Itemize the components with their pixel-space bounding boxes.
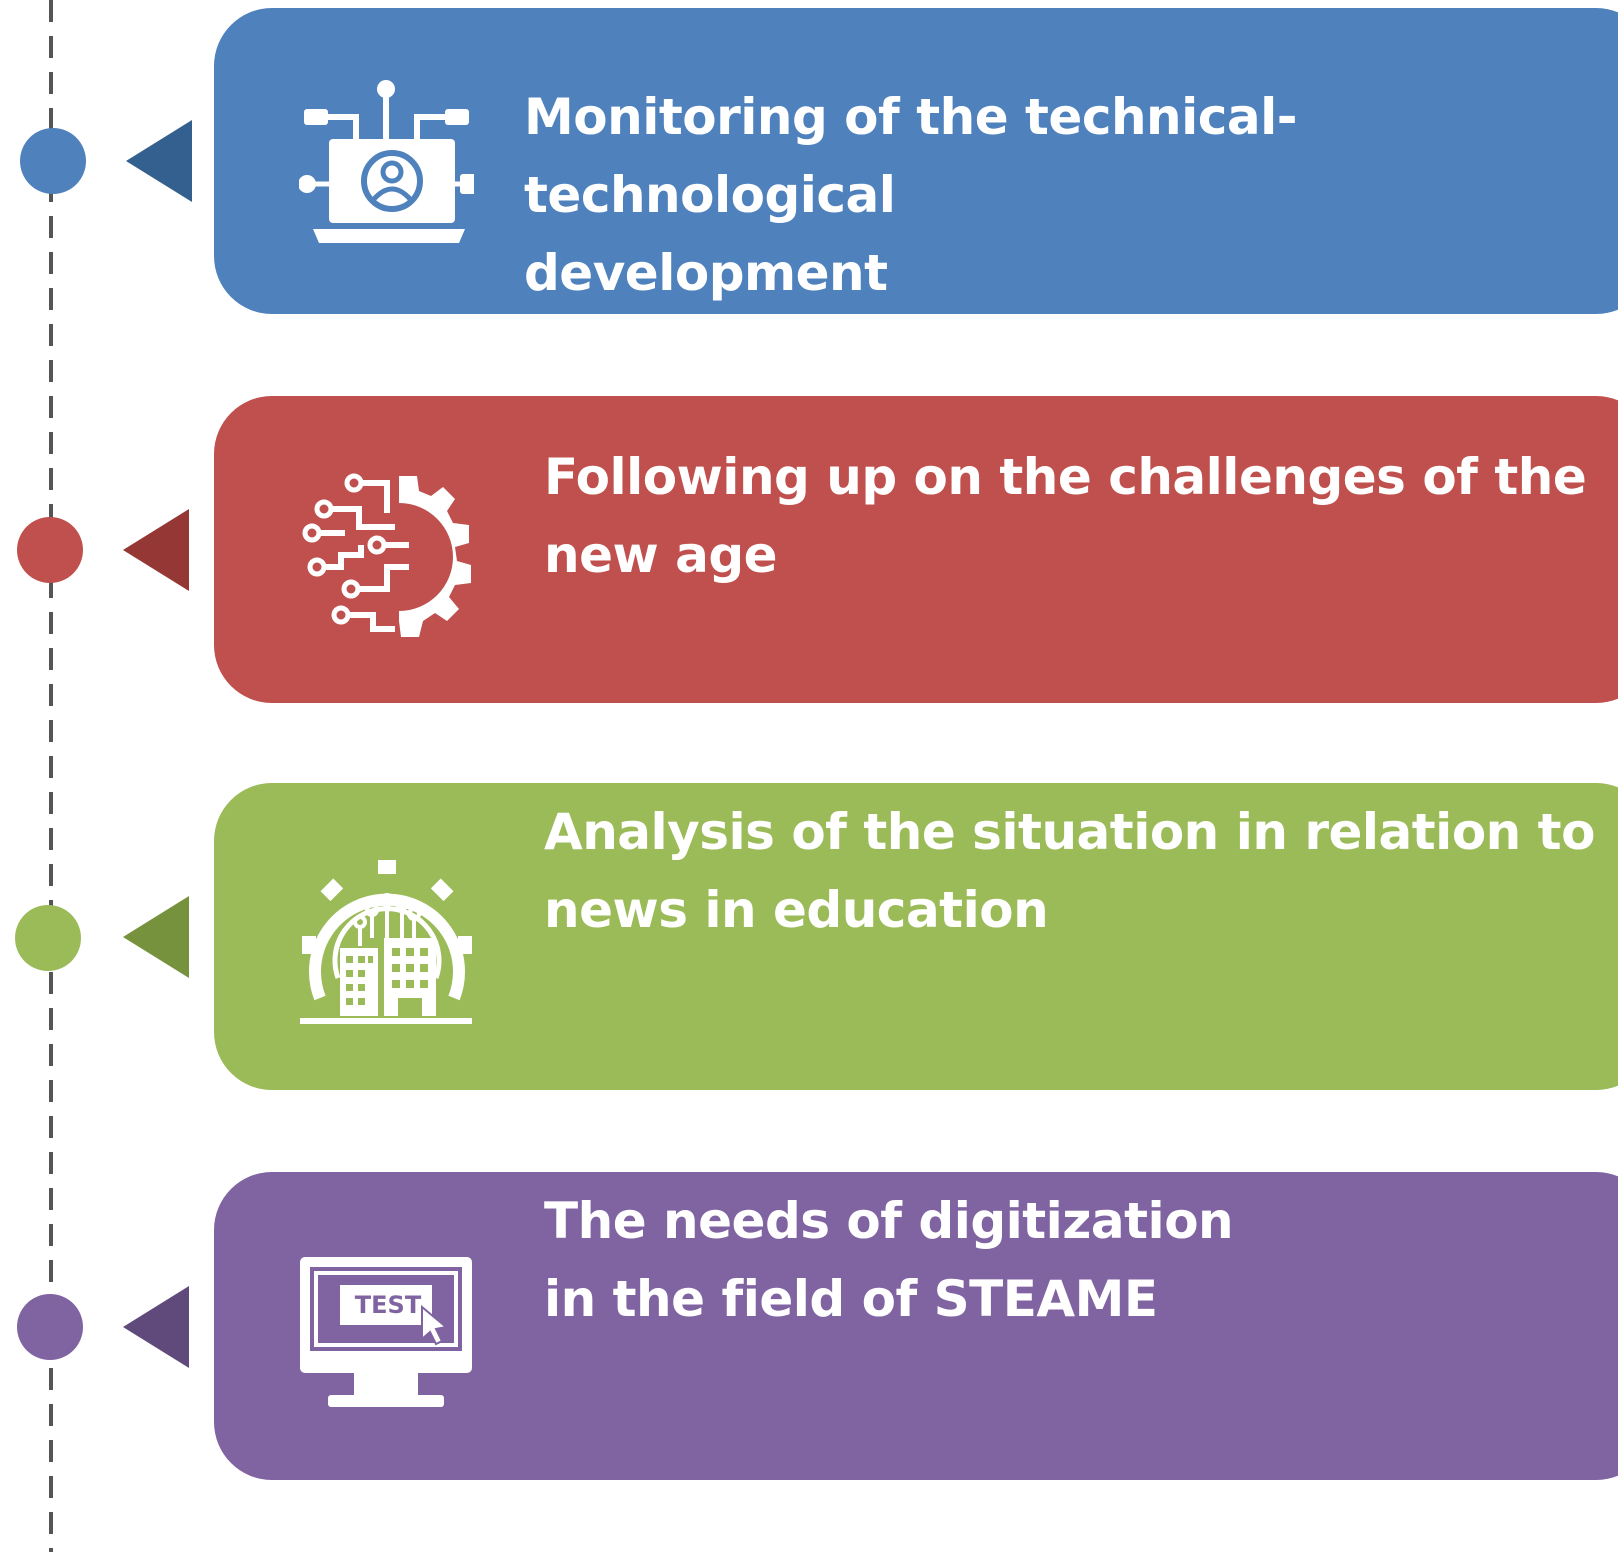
- card-digitization: TEST The needs of digitization in the fi…: [214, 1172, 1618, 1480]
- card-title-challenges: Following up on the challenges of the ne…: [544, 448, 1587, 584]
- timeline-dot-2: [17, 517, 83, 583]
- card-title-digitization: The needs of digitization in the field o…: [544, 1192, 1234, 1328]
- pointer-arrow-3: [123, 896, 189, 978]
- laptop-network-icon: [299, 80, 474, 243]
- timeline-dot-3: [15, 905, 81, 971]
- card-monitoring: Monitoring of the technical-technologica…: [214, 8, 1618, 314]
- timeline-line: [49, 0, 53, 1552]
- computer-test-icon: [300, 1257, 472, 1407]
- smart-city-gear-icon: [300, 860, 472, 1024]
- pointer-arrow-2: [123, 509, 189, 591]
- test-label: TEST: [354, 1291, 422, 1319]
- pointer-arrow-4: [123, 1286, 189, 1368]
- card-analysis: Analysis of the situation in relation to…: [214, 783, 1618, 1090]
- card-challenges: Following up on the challenges of the ne…: [214, 396, 1618, 703]
- pointer-arrow-1: [126, 120, 192, 202]
- card-title-analysis: Analysis of the situation in relation to…: [544, 803, 1595, 939]
- card-title-monitoring: Monitoring of the technical-technologica…: [524, 88, 1298, 302]
- circuit-gear-icon: [302, 473, 471, 637]
- timeline-dot-4: [17, 1294, 83, 1360]
- timeline-dot-1: [20, 128, 86, 194]
